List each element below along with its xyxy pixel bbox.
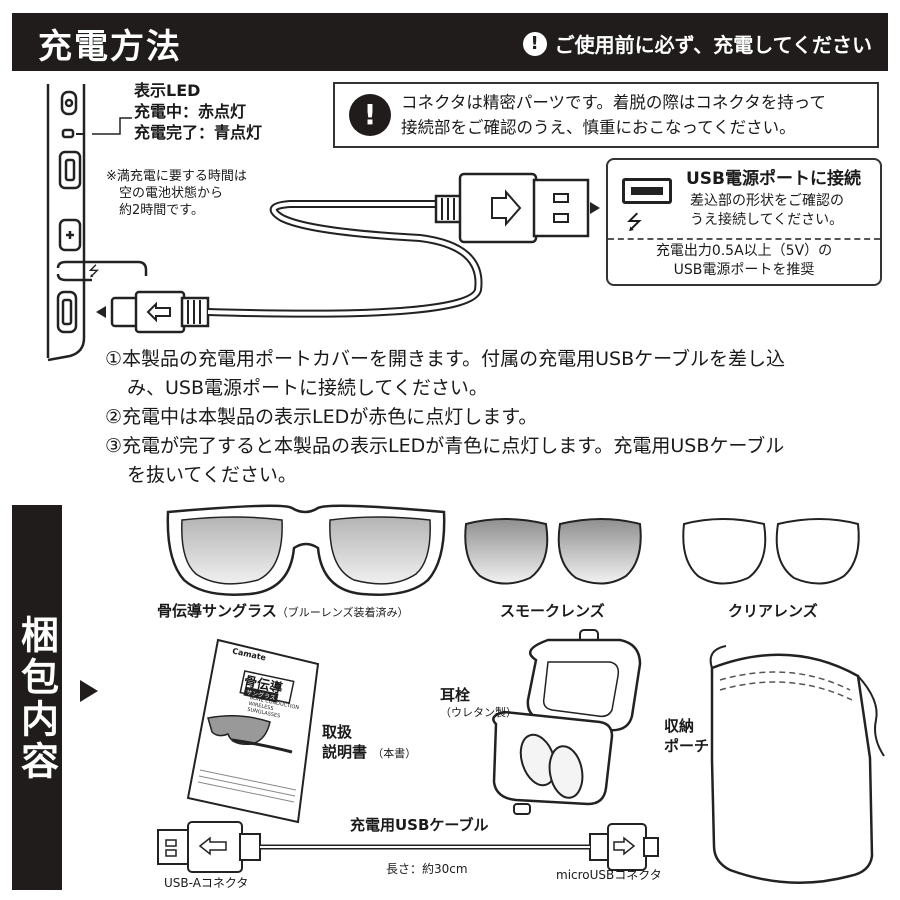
usb-box-rec-2: USB電源ポートを推奨	[673, 262, 815, 278]
earplug-label: 耳栓 （ウレタン製）	[440, 686, 517, 722]
warning-icon: !	[349, 94, 391, 136]
step-1a: ①本製品の充電用ポートカバーを開きます。付属の充電用USBケーブルを差し込	[105, 348, 785, 370]
cable-label: 充電用USBケーブル	[350, 816, 489, 834]
usb-box-desc: 差込部の形状をご確認の うえ接続してください。	[690, 192, 844, 230]
usb-port-icon	[622, 178, 672, 204]
manual-label-1: 取扱	[322, 723, 353, 741]
usb-box-rec-1: 充電出力0.5A以上（5V）の	[655, 243, 833, 259]
clear-lens-label: クリアレンズ	[728, 602, 818, 620]
step-1b: み、USB電源ポートに接続してください。	[127, 377, 488, 399]
usb-port-box: ⭍ USB電源ポートに接続 差込部の形状をご確認の うえ接続してください。 充電…	[606, 158, 882, 286]
notice-line-2: 接続部をご確認のうえ、慎重におこなってください。	[401, 118, 796, 137]
sunglasses-sub: （ブルーレンズ装着済み）	[276, 606, 409, 619]
manual-label: 取扱 説明書 （本書）	[322, 722, 416, 764]
header-note-text: ご使用前に必ず、充電してください	[554, 33, 872, 57]
svg-text:⭍: ⭍	[88, 264, 100, 280]
sunglasses-label: 骨伝導サングラス（ブルーレンズ装着済み）	[157, 600, 408, 621]
usb-icon: ⭍	[626, 210, 643, 234]
sunglasses-name: 骨伝導サングラス	[157, 602, 277, 620]
arrow-right-icon	[80, 680, 98, 702]
pouch-label-2: ポーチ	[664, 737, 710, 755]
charge-time-line-2: 空の電池状態から	[119, 186, 224, 201]
pouch-label: 収納 ポーチ	[664, 716, 709, 756]
manual-label-2: 説明書	[322, 743, 368, 761]
device-edge-diagram: ⭍	[46, 84, 600, 362]
notice-text: コネクタは精密パーツです。着脱の際はコネクタを持って 接続部をご確認のうえ、慎重…	[401, 90, 826, 140]
contents-section-label: 梱包内容	[14, 615, 59, 783]
contents-side-bar: 梱包内容	[12, 505, 62, 890]
header-note: ! ご使用前に必ず、充電してください	[522, 29, 872, 58]
step-3b: を抜いてください。	[127, 464, 297, 486]
manual-sub: （本書）	[372, 747, 417, 760]
charge-time-line-3: 約2時間です。	[119, 203, 204, 218]
micro-usb-connector-label: microUSBコネクタ	[556, 868, 662, 882]
led-title: 表示LED	[134, 81, 201, 100]
led-charging: 充電中：赤点灯	[134, 102, 247, 121]
usb-box-desc-1: 差込部の形状をご確認の	[690, 193, 844, 209]
pouch-label-1: 収納	[664, 717, 695, 735]
charge-time-note: ※満充電に要する時間は 空の電池状態から 約2時間です。	[106, 168, 247, 219]
notice-line-1: コネクタは精密パーツです。着脱の際はコネクタを持って	[401, 93, 826, 112]
smoke-lens-label: スモークレンズ	[500, 602, 605, 620]
usb-box-recommend: 充電出力0.5A以上（5V）の USB電源ポートを推奨	[608, 242, 880, 280]
divider	[608, 238, 880, 240]
earplug-sub: （ウレタン製）	[440, 706, 517, 719]
notice-box: ! コネクタは精密パーツです。着脱の際はコネクタを持って 接続部をご確認のうえ、…	[333, 82, 879, 148]
led-complete: 充電完了：青点灯	[134, 123, 263, 142]
charge-time-line-1: ※満充電に要する時間は	[106, 169, 247, 184]
step-3a: ③充電が完了すると本製品の表示LEDが青色に点灯します。充電用USBケーブル	[105, 435, 785, 457]
earplug-name: 耳栓	[440, 686, 471, 704]
cable-length: 長さ：約30cm	[386, 862, 468, 876]
header-bar: 充電方法 ! ご使用前に必ず、充電してください	[12, 13, 888, 71]
usb-a-connector-label: USB-Aコネクタ	[164, 876, 249, 890]
charging-steps: ①本製品の充電用ポートカバーを開きます。付属の充電用USBケーブルを差し込 み、…	[105, 345, 785, 490]
led-description: 表示LED 充電中：赤点灯 充電完了：青点灯	[134, 80, 262, 143]
exclamation-icon: !	[522, 31, 547, 56]
usb-box-desc-2: うえ接続してください。	[690, 212, 844, 228]
step-2: ②充電中は本製品の表示LEDが赤色に点灯します。	[105, 406, 538, 428]
usb-box-title: USB電源ポートに接続	[686, 169, 862, 189]
page-title: 充電方法	[38, 27, 182, 67]
